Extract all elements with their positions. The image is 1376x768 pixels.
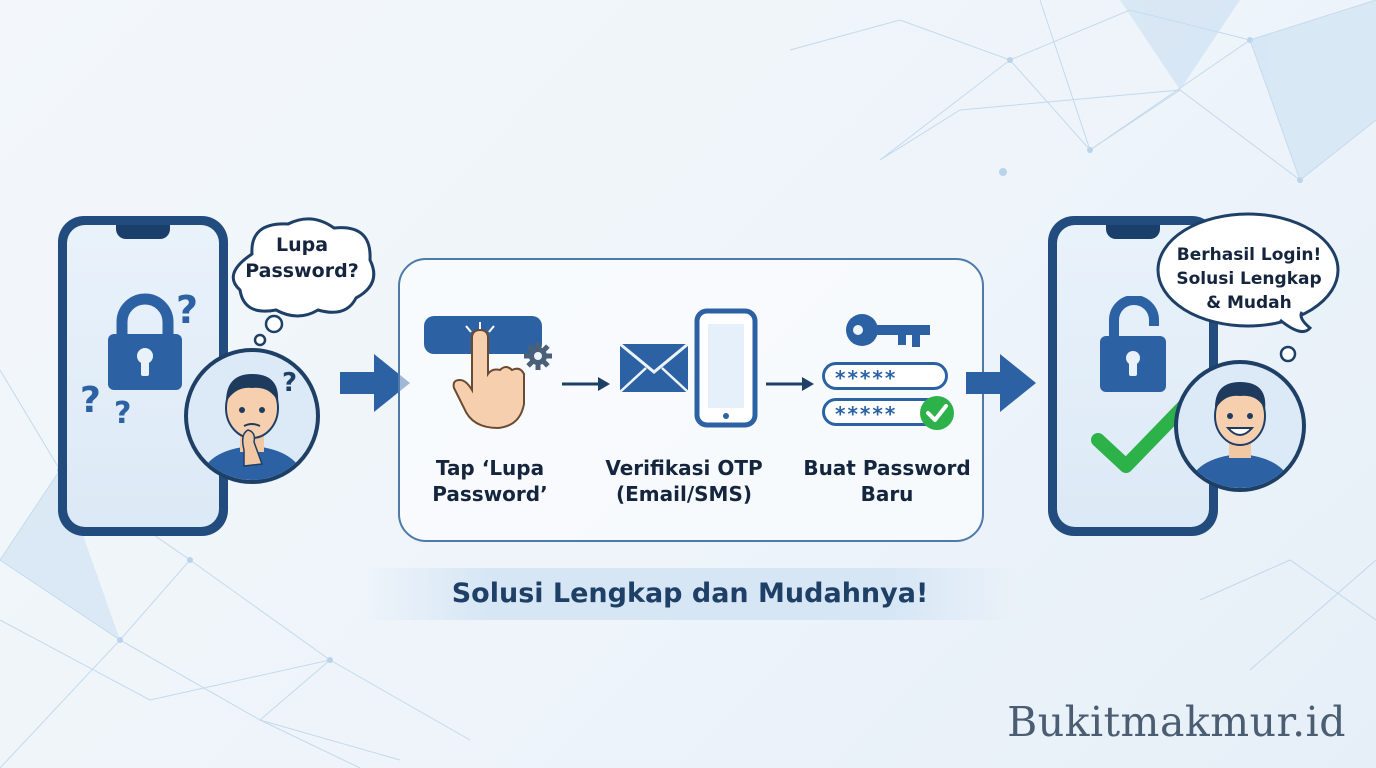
small-arrow-2-icon	[766, 377, 814, 391]
left-bubble-text: Lupa Password?	[232, 232, 372, 284]
step-1-line-1: Tap ‘Lupa	[435, 456, 545, 480]
password-mask-2: *****	[835, 402, 898, 426]
right-bubble-line-2: Solusi Lengkap	[1176, 269, 1322, 289]
question-mark-1: ?	[176, 288, 199, 332]
question-mark-2: ?	[80, 380, 101, 421]
left-thought-bubble	[231, 217, 376, 347]
watermark: Bukitmakmur.id	[1007, 698, 1346, 746]
step-2-label: Verifikasi OTP (Email/SMS)	[594, 455, 774, 507]
success-checkmark-icon	[1091, 397, 1193, 473]
confused-person-avatar	[184, 348, 320, 484]
step-2-line-1: Verifikasi OTP	[605, 456, 763, 480]
right-bubble-line-1: Berhasil Login!	[1176, 245, 1322, 265]
sms-phone-icon	[694, 308, 758, 428]
question-mark-3: ?	[114, 396, 132, 431]
small-arrow-1-icon	[562, 377, 610, 391]
tap-button-icon	[424, 316, 552, 430]
step-3-line-1: Buat Password	[803, 456, 971, 480]
locked-padlock-icon	[108, 293, 182, 390]
key-icon	[846, 314, 930, 347]
question-mark-4: ?	[282, 368, 298, 398]
step-1-label: Tap ‘Lupa Password’	[402, 455, 578, 507]
big-arrow-right-icon	[340, 354, 410, 412]
right-bubble-text: Berhasil Login! Solusi Lengkap & Mudah	[1152, 243, 1346, 315]
step-3-line-2: Baru	[860, 482, 914, 506]
right-bubble-line-3: & Mudah	[1206, 293, 1292, 313]
email-envelope-icon	[619, 342, 689, 393]
big-arrow-right-2-icon	[966, 354, 1036, 412]
password-mask-1: *****	[835, 366, 898, 390]
step-1-line-2: Password’	[432, 482, 548, 506]
banner-text: Solusi Lengkap dan Mudahnya!	[451, 578, 929, 609]
left-bubble-line-1: Lupa	[275, 234, 329, 256]
unlocked-padlock-icon	[1100, 296, 1166, 392]
banner-background	[360, 568, 1020, 620]
happy-person-avatar	[1174, 360, 1306, 492]
step-2-line-2: (Email/SMS)	[615, 482, 752, 506]
left-bubble-line-2: Password?	[245, 260, 359, 282]
step-3-label: Buat Password Baru	[794, 455, 980, 507]
check-circle-icon	[920, 396, 954, 430]
right-speech-bubble	[1156, 212, 1340, 363]
password-field-1: *****	[822, 362, 948, 390]
